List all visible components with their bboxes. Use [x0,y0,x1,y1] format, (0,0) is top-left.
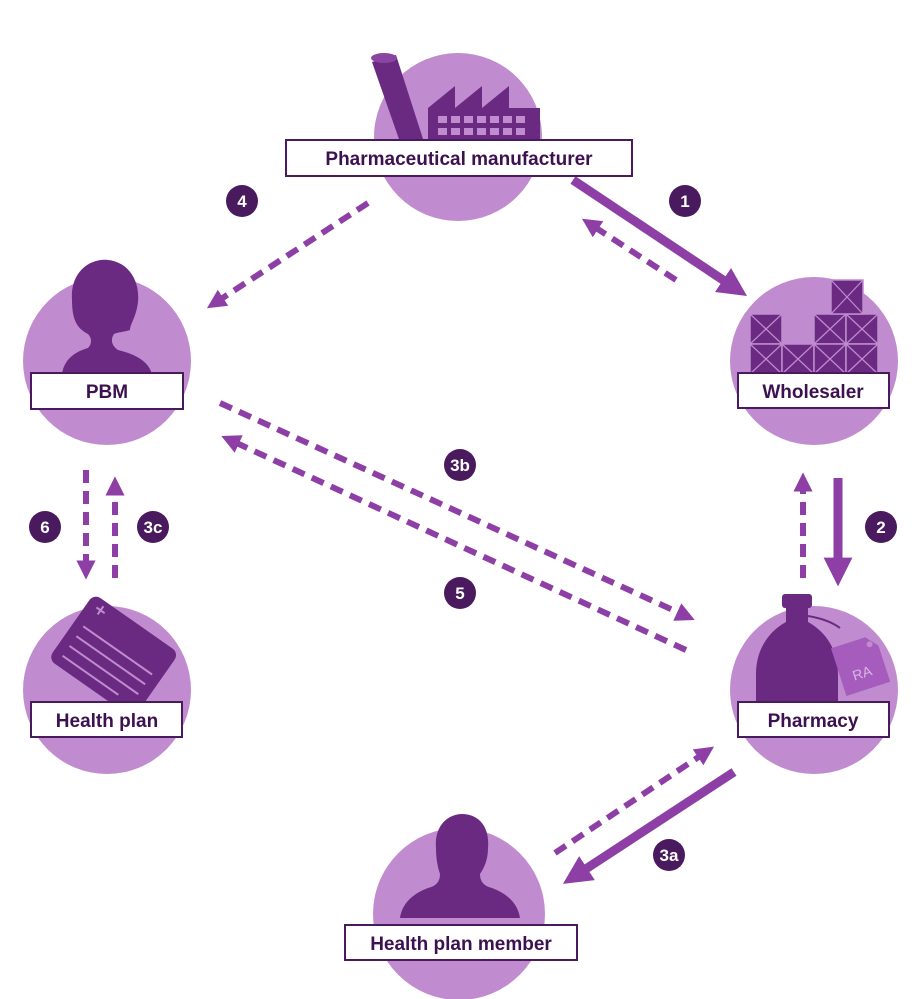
pbm-label: PBM [86,382,128,403]
pharmacy-label-box [737,701,890,738]
step-badge-3c-text: 3c [144,518,163,537]
step-badge-2-text: 2 [876,518,885,537]
step-badges: 1 4 2 3b 5 6 3c 3a [29,185,897,871]
node-health-plan: Health plan [23,596,191,774]
step-badge-6: 6 [29,511,61,543]
arrows [76,176,853,884]
step-badge-2: 2 [865,511,897,543]
person-silhouette-icon [400,814,520,918]
person-silhouette-icon [62,259,152,374]
step-badge-4-text: 4 [237,192,247,211]
step-badge-3a: 3a [653,839,685,871]
step-badge-6-text: 6 [40,518,49,537]
step-badge-1-text: 1 [680,192,689,211]
step-badge-3a-text: 3a [660,846,679,865]
price-tag-icon: RA [830,637,891,696]
step-badge-3b-text: 3b [450,456,470,475]
node-manufacturer: Pharmaceutical manufacturer [285,53,633,221]
node-wholesaler: Wholesaler [730,277,898,445]
member-label: Health plan member [370,934,552,955]
health-plan-label: Health plan [56,711,158,732]
arrow-pbm-to-pharmacy [218,400,695,621]
step-badge-5: 5 [444,577,476,609]
arrow-wholesaler-to-manufacturer [581,218,678,283]
manufacturer-label: Pharmaceutical manufacturer [325,149,593,170]
wholesaler-label: Wholesaler [762,382,864,403]
health-plan-label-box [30,701,183,738]
step-badge-3b: 3b [444,449,476,481]
pharmacy-label: Pharmacy [768,711,859,732]
step-badge-4: 4 [226,185,258,217]
step-badge-5-text: 5 [455,584,464,603]
node-pbm: PBM [23,259,191,445]
pbm-label-box [30,372,184,410]
arrow-manufacturer-to-wholesaler [570,176,747,296]
arrow-manufacturer-to-pbm [206,200,370,309]
insurance-card-icon [51,596,177,716]
crates-icon [749,279,879,375]
price-tag-text: RA [850,662,874,683]
step-badge-3c: 3c [137,511,169,543]
node-member: Health plan member [344,814,578,999]
wholesaler-label-box [737,372,890,409]
arrow-pharmacy-to-member [562,768,737,884]
member-label-box [344,924,578,961]
medicine-bottle-icon: RA [756,594,891,702]
manufacturer-label-box [285,139,633,177]
arrow-member-to-pharmacy [553,746,714,856]
step-badge-1: 1 [669,185,701,217]
node-pharmacy: RA Pharmacy [730,594,898,774]
factory-icon [371,53,540,146]
